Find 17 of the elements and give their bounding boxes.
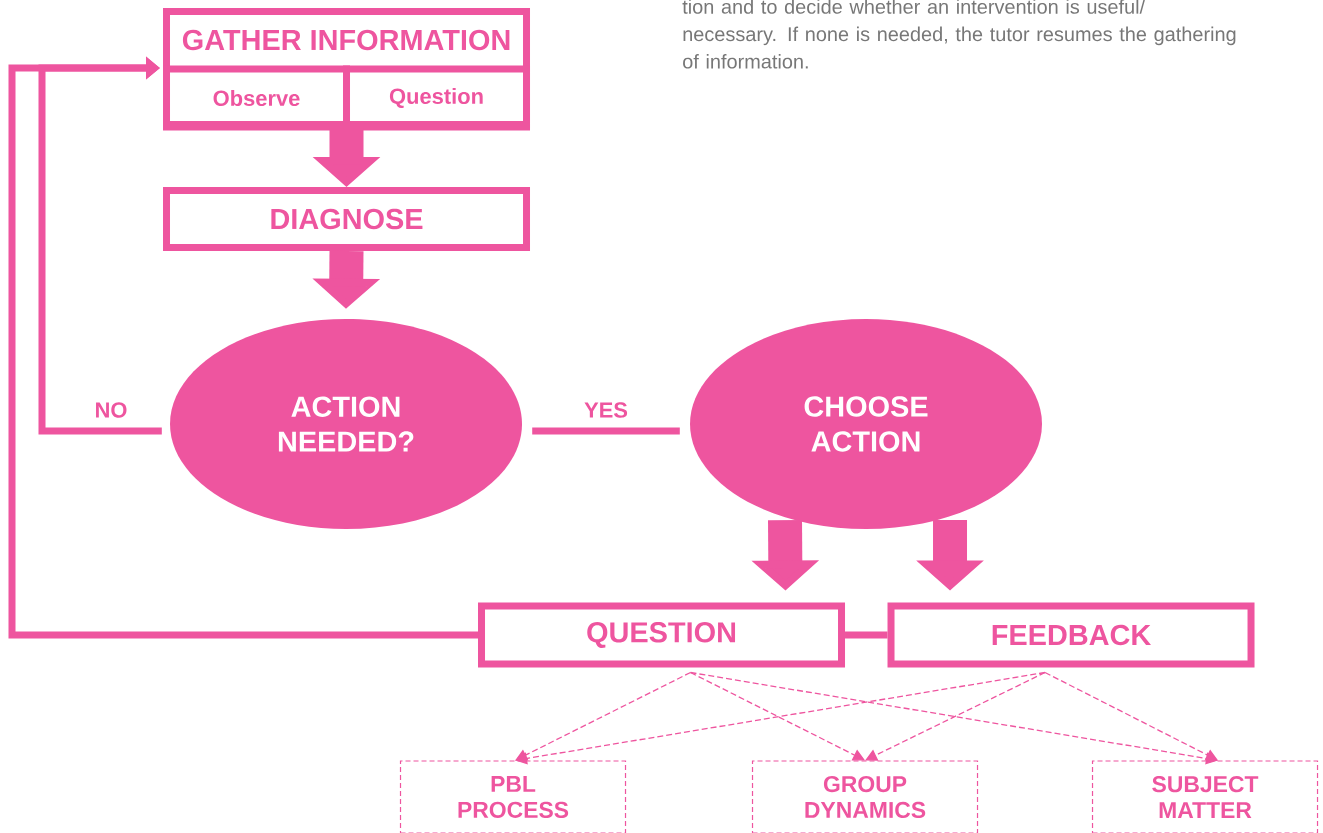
edge-label: YES [582, 400, 630, 420]
category-box: GROUP DYNAMICS [751, 760, 979, 833]
process-box: QUESTION [478, 602, 845, 668]
process-box: DIAGNOSE [163, 187, 530, 251]
category-box: PBL PROCESS [399, 760, 627, 833]
arrow [8, 56, 478, 639]
process-box: FEEDBACK [887, 602, 1255, 668]
dashed-arrow [865, 671, 1046, 761]
note-text: tion and to decide whether an intervention is useful/ necessary. If none is needed, the tutor resumes the gathering of information. [682, 0, 1236, 69]
dashed-arrow [1044, 671, 1218, 761]
table-cell: Question [343, 65, 530, 131]
dashed-arrow [515, 671, 1046, 765]
dashed-arrow [689, 671, 865, 761]
category-box: SUBJECT MATTER [1091, 760, 1319, 833]
dashed-arrow [689, 671, 1218, 765]
edge-label: NO [92, 400, 130, 420]
table-cell: Observe [163, 65, 350, 131]
